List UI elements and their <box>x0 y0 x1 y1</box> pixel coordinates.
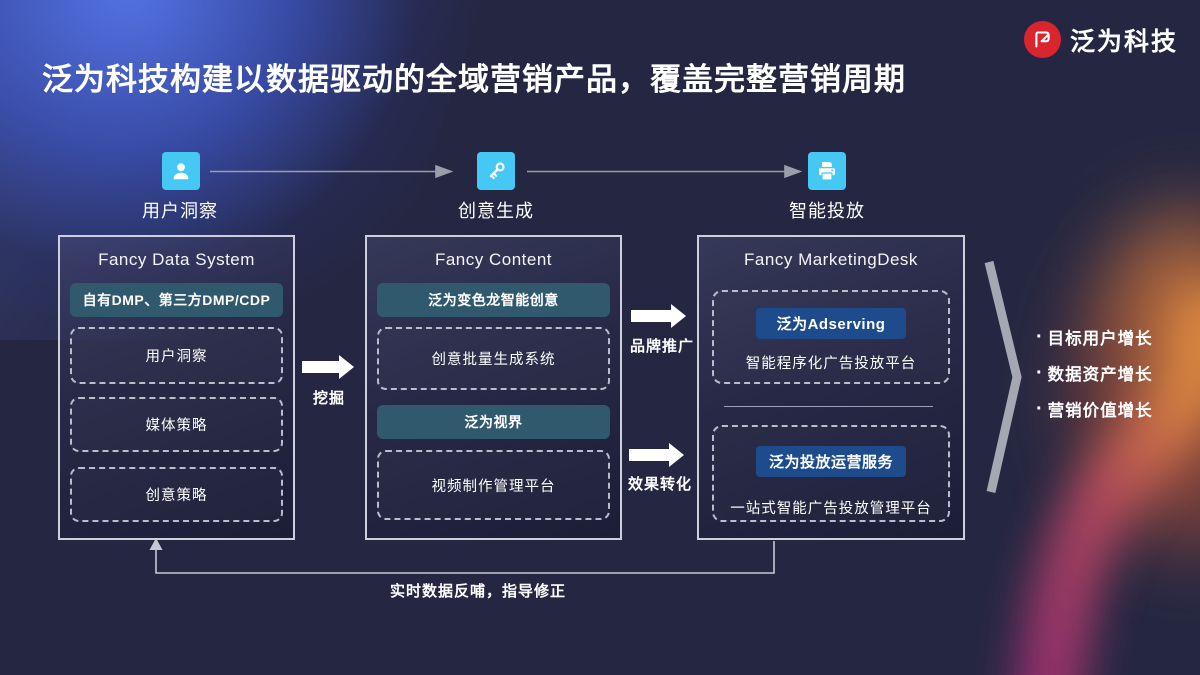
key-icon <box>477 152 515 190</box>
conversion-arrow-label: 效果转化 <box>627 476 692 493</box>
outcome-label: 数据资产增长 <box>1047 366 1153 384</box>
outcome-list: · 目标用户增长 · 数据资产增长 · 营销价值增长 <box>1036 326 1153 434</box>
product-badge: 泛为投放运营服务 <box>756 446 906 477</box>
panel-title: Fancy Data System <box>98 250 255 269</box>
outcome-item: · 数据资产增长 <box>1036 362 1153 384</box>
product-badge: 泛为Adserving <box>756 308 906 339</box>
panel-item: 自有DMP、第三方DMP/CDP <box>70 283 283 317</box>
panel-item: 创意批量生成系统 <box>377 327 610 390</box>
product-description: 一站式智能广告投放管理平台 <box>730 501 932 517</box>
brand-logo: 泛为科技 <box>1023 21 1178 58</box>
product-group: 泛为Adserving 智能程序化广告投放平台 <box>712 290 950 384</box>
brand-logo-icon <box>1023 21 1061 58</box>
user-icon <box>162 152 200 190</box>
product-group: 泛为投放运营服务 一站式智能广告投放管理平台 <box>712 425 950 522</box>
outcome-label: 目标用户增长 <box>1047 330 1153 348</box>
brand-arrow-icon <box>631 310 671 322</box>
brand-logo-text: 泛为科技 <box>1069 27 1178 56</box>
flow-step-label: 智能投放 <box>789 201 865 221</box>
outcome-item: · 营销价值增长 <box>1036 398 1153 420</box>
flow-step-label: 创意生成 <box>458 201 534 221</box>
bullet-dot: · <box>1036 326 1043 348</box>
panel-item: 视频制作管理平台 <box>377 450 610 520</box>
result-chevron <box>984 260 1022 493</box>
feedback-line <box>149 538 775 574</box>
conversion-arrow-icon <box>629 449 669 461</box>
bullet-dot: · <box>1036 362 1043 384</box>
panel-divider <box>724 406 933 407</box>
panel-item: 泛为变色龙智能创意 <box>377 283 610 317</box>
panel-item: 用户洞察 <box>70 327 283 384</box>
outcome-label: 营销价值增长 <box>1047 402 1153 420</box>
panel-title: Fancy MarketingDesk <box>744 250 918 269</box>
page-title: 泛为科技构建以数据驱动的全域营销产品，覆盖完整营销周期 <box>42 62 906 97</box>
panel-fancy-data-system: Fancy Data System 自有DMP、第三方DMP/CDP 用户洞察 … <box>58 235 295 540</box>
mining-arrow-icon <box>302 361 339 373</box>
panel-item: 泛为视界 <box>377 405 610 439</box>
bullet-dot: · <box>1036 398 1043 420</box>
brand-arrow-label: 品牌推广 <box>629 338 694 355</box>
panel-item: 媒体策略 <box>70 397 283 452</box>
product-description: 智能程序化广告投放平台 <box>745 356 917 372</box>
feedback-label: 实时数据反哺，指导修正 <box>389 583 566 600</box>
panel-title: Fancy Content <box>434 250 553 269</box>
panel-fancy-marketingdesk: Fancy MarketingDesk 泛为Adserving 智能程序化广告投… <box>697 235 965 540</box>
panel-item: 创意策略 <box>70 467 283 522</box>
mining-arrow-label: 挖掘 <box>312 390 345 407</box>
printer-icon <box>808 152 846 190</box>
outcome-item: · 目标用户增长 <box>1036 326 1153 348</box>
flow-step-label: 用户洞察 <box>142 201 218 221</box>
panel-fancy-content: Fancy Content 泛为变色龙智能创意 创意批量生成系统 泛为视界 视频… <box>365 235 622 540</box>
